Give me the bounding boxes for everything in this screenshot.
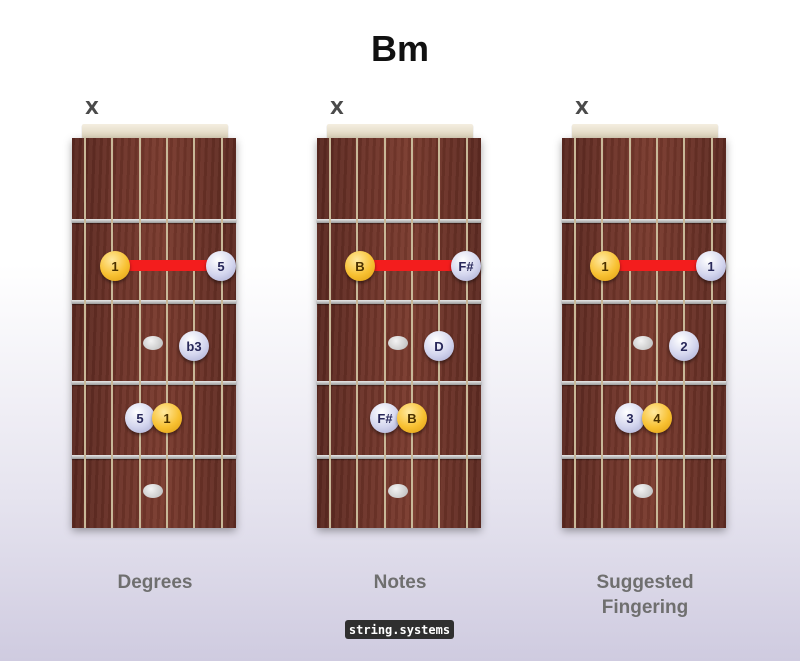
muted-string-marker: X (575, 98, 589, 119)
fret-inlay (633, 484, 653, 498)
guitar-string (221, 138, 223, 528)
fret-wire (562, 219, 726, 223)
nut (82, 124, 228, 138)
nut (327, 124, 473, 138)
guitar-string (466, 138, 468, 528)
fretboard (562, 138, 726, 528)
barre-bar (360, 260, 470, 271)
guitar-string (384, 138, 386, 528)
guitar-string (711, 138, 713, 528)
note-dot-low-right: 4 (642, 403, 672, 433)
muted-string-marker: X (330, 98, 344, 119)
fret-inlay (143, 484, 163, 498)
muted-string-marker: X (85, 98, 99, 119)
fret-wire (317, 381, 481, 385)
fret-inlay (388, 336, 408, 350)
diagram-caption: Notes (373, 572, 427, 593)
fret-wire (562, 381, 726, 385)
note-dot-barre-high: 5 (206, 251, 236, 281)
guitar-string (601, 138, 603, 528)
guitar-string (356, 138, 358, 528)
note-dot-barre-low: 1 (100, 251, 130, 281)
note-dot-barre-low: B (345, 251, 375, 281)
fret-inlay (388, 484, 408, 498)
guitar-string (139, 138, 141, 528)
chord-title: Bm (370, 28, 429, 69)
guitar-string (329, 138, 331, 528)
fret-wire (72, 455, 236, 459)
fret-wire (72, 300, 236, 304)
fretboard (72, 138, 236, 528)
guitar-string (166, 138, 168, 528)
note-dot-barre-low: 1 (590, 251, 620, 281)
barre-bar (605, 260, 715, 271)
note-dot-mid: b3 (179, 331, 209, 361)
note-dot-mid: D (424, 331, 454, 361)
guitar-string (411, 138, 413, 528)
diagram-caption: Suggested Fingering (596, 572, 694, 618)
fretboard (317, 138, 481, 528)
guitar-string (111, 138, 113, 528)
fret-wire (562, 455, 726, 459)
fret-wire (562, 300, 726, 304)
brand-logo: string.systems (345, 620, 454, 639)
guitar-string (629, 138, 631, 528)
note-dot-low-right: B (397, 403, 427, 433)
fret-wire (72, 219, 236, 223)
diagram-caption: Degrees (117, 572, 193, 593)
fret-inlay (143, 336, 163, 350)
note-dot-mid: 2 (669, 331, 699, 361)
note-dot-low-right: 1 (152, 403, 182, 433)
fret-wire (317, 300, 481, 304)
note-dot-barre-high: F# (451, 251, 481, 281)
note-dot-low-left: 5 (125, 403, 155, 433)
fret-wire (72, 381, 236, 385)
guitar-string (656, 138, 658, 528)
note-dot-barre-high: 1 (696, 251, 726, 281)
guitar-string (84, 138, 86, 528)
barre-bar (115, 260, 225, 271)
fret-wire (317, 219, 481, 223)
nut (572, 124, 718, 138)
note-dot-low-left: 3 (615, 403, 645, 433)
guitar-string (574, 138, 576, 528)
fret-wire (317, 455, 481, 459)
fret-inlay (633, 336, 653, 350)
note-dot-low-left: F# (370, 403, 400, 433)
